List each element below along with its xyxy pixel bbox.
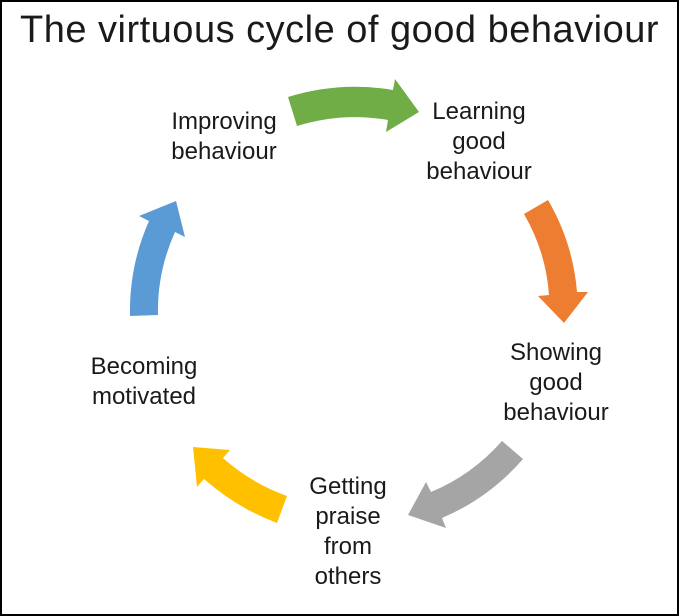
step-label-getting-praise-from-others: Getting praise from others: [309, 473, 387, 590]
step-label-learning-good-behaviour: Learning good behaviour: [426, 98, 532, 185]
curved-arrow-gray-icon: [408, 441, 523, 528]
step-label-improving-behaviour: Improving behaviour: [171, 108, 277, 165]
curved-arrow-blue-icon: [129, 201, 185, 316]
curved-arrow-green-icon: [288, 79, 419, 132]
step-label-showing-good-behaviour: Showing good behaviour: [503, 339, 609, 426]
curved-arrow-gold-icon: [193, 447, 287, 523]
diagram-title: The virtuous cycle of good behaviour: [19, 9, 660, 51]
step-label-becoming-motivated: Becoming motivated: [90, 353, 198, 410]
curved-arrow-orange-icon: [524, 200, 588, 323]
